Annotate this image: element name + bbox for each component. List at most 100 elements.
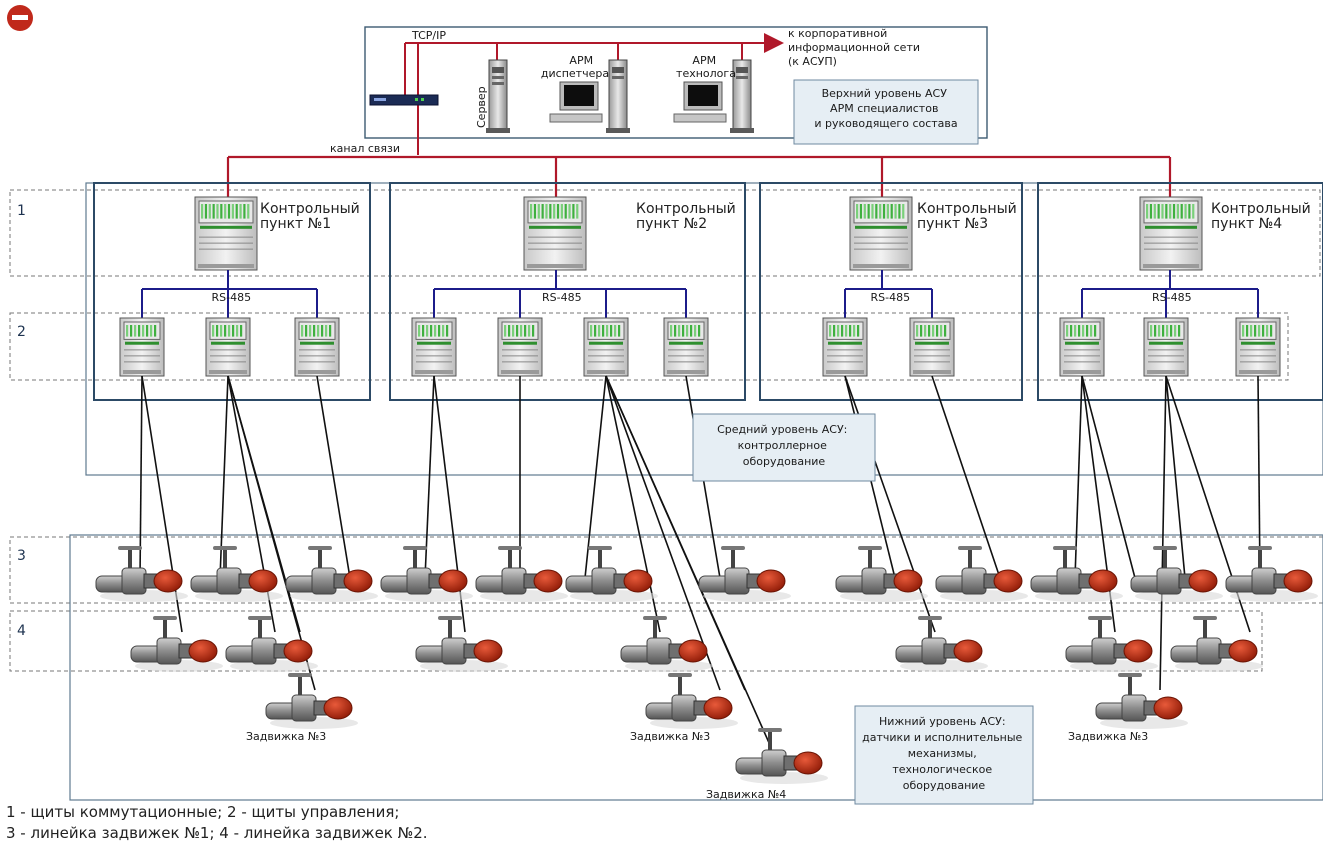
technologist-workstation-icon: [673, 59, 754, 133]
control-cabinet-icon: [119, 317, 165, 377]
upper-level-caption: Верхний уровень АСУ АРМ специалистов и р…: [814, 87, 957, 130]
lower-level-caption: Нижний уровень АСУ: датчики и исполнител…: [862, 715, 1026, 792]
control-cabinet-icon: [909, 317, 955, 377]
field-cable: [227, 375, 316, 691]
row-band-1: [9, 189, 1321, 277]
field-cable: [316, 375, 351, 579]
switching-cabinet-icon: [849, 196, 913, 271]
control-cabinet-icon: [663, 317, 709, 377]
field-cable: [1165, 375, 1186, 579]
tcpip-label: TCP/IP: [411, 29, 446, 42]
valve-icon: [285, 546, 378, 602]
control-cabinet-icon: [1235, 317, 1281, 377]
rs485-label: RS-485: [212, 291, 252, 304]
lower-level-frame: [69, 534, 1323, 801]
field-cable: [424, 375, 435, 579]
valve-icon: [380, 546, 473, 602]
upper-level-box: TCP/IP к корпоративной информационной се…: [364, 26, 988, 155]
control-cabinet-icon: [1143, 317, 1189, 377]
valve-icon: [835, 546, 928, 602]
valve-icon: [265, 673, 358, 729]
valve-icon: [1065, 616, 1158, 672]
row-number-1: 1: [17, 203, 26, 219]
row-number-3: 3: [17, 548, 26, 564]
dispatcher-workstation-icon: [549, 59, 630, 133]
middle-level-caption-box: [692, 413, 876, 482]
field-cable: [139, 375, 143, 579]
corporate-network-label: к корпоративной информационной сети (к А…: [788, 27, 924, 68]
control-cabinet-icon: [294, 317, 340, 377]
valve-icon: [1030, 546, 1123, 602]
corner-logo-icon: [7, 5, 33, 31]
row-bands: [9, 189, 1323, 672]
lower-level-caption-box: [854, 705, 1034, 805]
row-band-4: [9, 610, 1263, 672]
control-point-frame: [389, 182, 746, 401]
dispatcher-workstation-label: АРМ диспетчера: [541, 54, 609, 80]
upper-level-caption-box: [793, 79, 979, 145]
field-cable: [605, 375, 721, 691]
valve-icon: [1225, 546, 1318, 602]
field-cable: [605, 375, 661, 633]
switching-cabinet-icon: [1139, 196, 1203, 271]
valve-label-group2-row6: Задвижка №4: [706, 788, 786, 801]
row-numbers: 1 2 3 4: [17, 203, 26, 639]
valve-icon: [95, 546, 188, 602]
rs485-label: RS-485: [871, 291, 911, 304]
field-cable: [584, 375, 607, 579]
valve-icon: [1170, 616, 1263, 672]
rs485-label: RS-485: [542, 291, 582, 304]
valve-icon: [475, 546, 568, 602]
legend-line-1: 1 - щиты коммутационные; 2 - щиты управл…: [6, 803, 400, 821]
field-cable: [219, 375, 229, 579]
channel-label: канал связи: [330, 142, 400, 155]
control-cabinet-icon: [822, 317, 868, 377]
valve-icon: [225, 616, 318, 672]
field-cable: [1081, 375, 1136, 579]
valve-label-group4: Задвижка №3: [1068, 730, 1148, 743]
control-cabinet-icon: [1059, 317, 1105, 377]
valve-icon: [130, 616, 223, 672]
router-icon: [369, 94, 439, 106]
control-cabinet-icon: [497, 317, 543, 377]
valve-icon: [190, 546, 283, 602]
row-number-2: 2: [17, 324, 26, 340]
communication-channel: канал связи: [226, 142, 1172, 200]
valve-icon: [1130, 546, 1223, 602]
middle-level-caption: Средний уровень АСУ: контроллерное обору…: [717, 423, 851, 468]
valve-icon: [415, 616, 508, 672]
legend-line-2: 3 - линейка задвижек №1; 4 - линейка зад…: [6, 824, 428, 842]
control-cabinet-icon: [411, 317, 457, 377]
valve-icon: [935, 546, 1028, 602]
field-cable: [605, 375, 771, 746]
field-cable: [1159, 375, 1167, 691]
rs485-label: RS-485: [1152, 291, 1192, 304]
valve-icon: [1095, 673, 1188, 729]
technologist-workstation-label: АРМ технолога: [676, 54, 736, 80]
valve-icon: [565, 546, 658, 602]
valve-label-group1: Задвижка №3: [246, 730, 326, 743]
control-point-frame: [1037, 182, 1323, 401]
control-cabinet-icon: [583, 317, 629, 377]
switching-cabinet-icon: [194, 196, 258, 271]
valve-icon: [698, 546, 791, 602]
switching-cabinet-icon: [523, 196, 587, 271]
field-cable: [1257, 375, 1261, 579]
row-band-3: [9, 536, 1323, 604]
valve-icon: [645, 673, 738, 729]
valves: [95, 546, 1318, 784]
field-cable: [1074, 375, 1083, 579]
valve-label-group2-row5: Задвижка №3: [630, 730, 710, 743]
field-cable: [931, 375, 1001, 579]
